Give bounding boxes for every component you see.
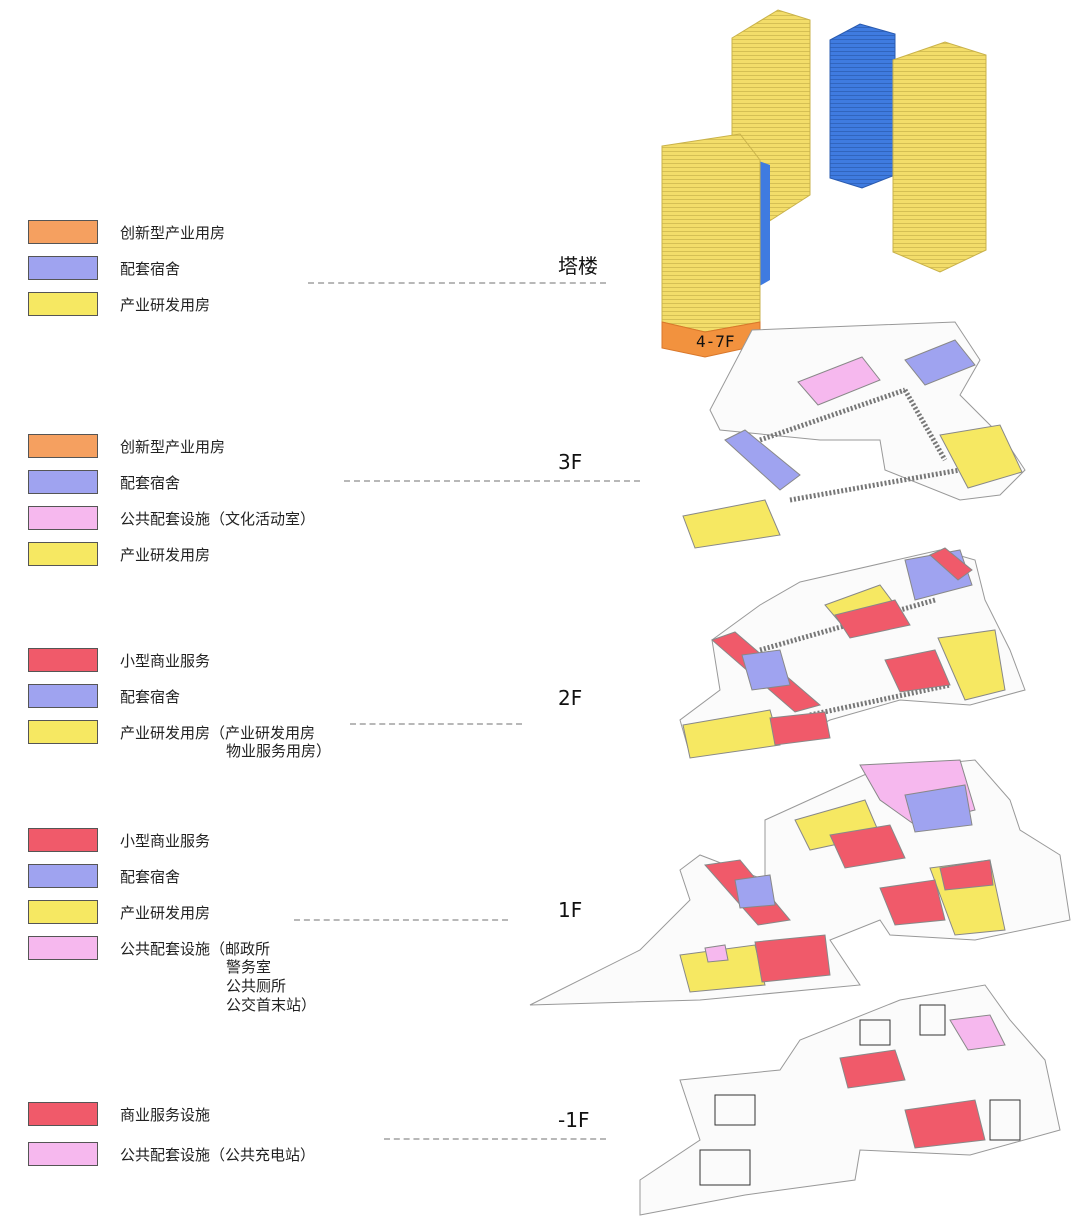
floorplan-3f	[683, 322, 1025, 548]
floorplan-1f	[530, 760, 1070, 1005]
tower-block: 4-7F	[662, 10, 986, 357]
tower-podium-tag: 4-7F	[696, 332, 735, 351]
floorplan-b1	[640, 985, 1060, 1215]
floorplan-2f	[680, 548, 1025, 758]
